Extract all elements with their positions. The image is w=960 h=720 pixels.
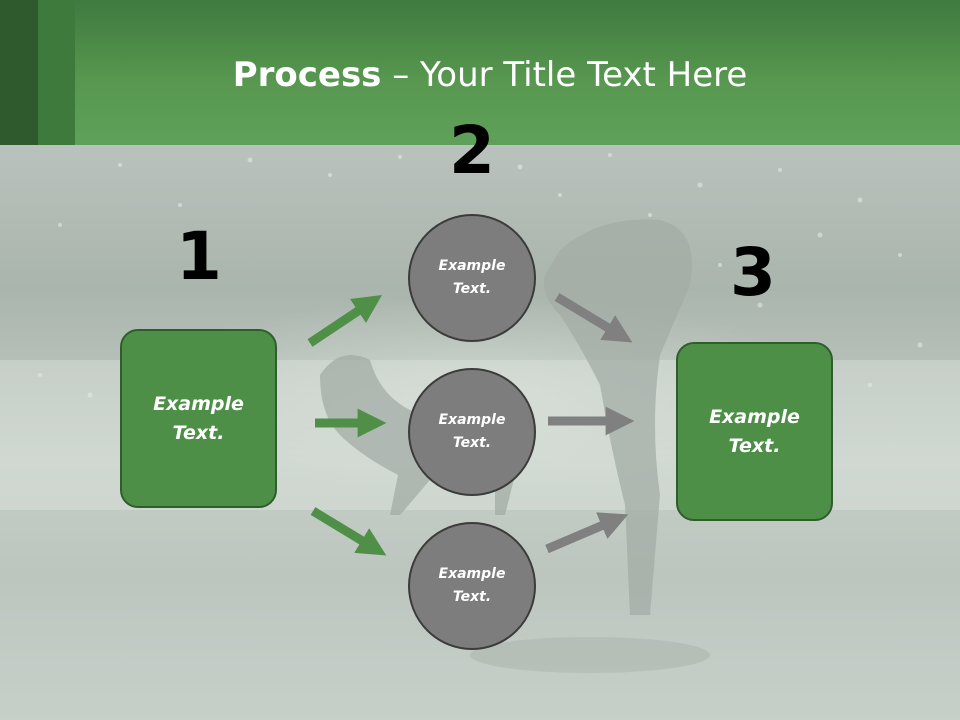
process-box-output-text: Example Text.: [709, 405, 800, 457]
slide-title[interactable]: Process – Your Title Text Here: [0, 54, 960, 96]
step-number-2: 2: [449, 112, 495, 189]
process-circle-top-text: Example Text.: [438, 258, 506, 297]
slide-header: [0, 0, 960, 145]
title-bold-part: Process: [232, 55, 382, 95]
title-rest-part: – Your Title Text Here: [381, 55, 748, 95]
arrow-from-circle-bottom: [545, 512, 629, 554]
arrow-to-circle-bottom: [310, 507, 387, 556]
process-circle-top[interactable]: Example Text.: [408, 214, 536, 342]
process-box-input[interactable]: Example Text.: [120, 329, 277, 508]
step-number-3: 3: [730, 234, 776, 311]
process-circle-bottom[interactable]: Example Text.: [408, 522, 536, 650]
process-circle-middle-text: Example Text.: [438, 412, 506, 451]
process-box-input-text: Example Text.: [153, 392, 244, 444]
arrow-from-circle-top: [554, 293, 633, 343]
header-accent-strip: [38, 0, 75, 145]
header-accent-strip-dark: [0, 0, 38, 145]
process-circle-bottom-text: Example Text.: [438, 566, 506, 605]
arrow-to-circle-top: [307, 295, 382, 347]
step-number-1: 1: [176, 218, 222, 295]
process-circle-middle[interactable]: Example Text.: [408, 368, 536, 496]
process-box-output[interactable]: Example Text.: [676, 342, 833, 521]
